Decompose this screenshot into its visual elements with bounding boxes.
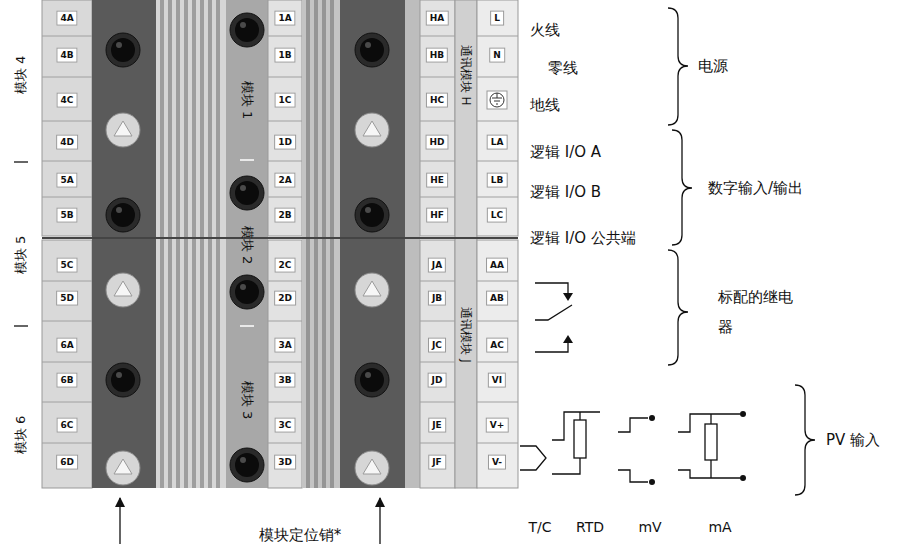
module-label: 模块 1 [239, 81, 255, 119]
terminal-label: 6C [57, 418, 78, 433]
terminal-label: 5A [56, 173, 77, 188]
terminal-label: 2A [274, 173, 295, 188]
terminal-label: 2B [274, 208, 295, 223]
comms-module-label: 通讯模块 H [459, 45, 473, 106]
terminal-label: AC [486, 338, 508, 353]
input-type-label: T/C [528, 519, 551, 536]
terminal-label: LA [487, 135, 508, 150]
terminal-label: L [490, 11, 504, 26]
terminal-label: 6A [56, 338, 77, 353]
terminal-label: JD [428, 373, 447, 388]
module-label: 模块 4 [13, 56, 29, 94]
signal-label: 零线 [548, 59, 578, 77]
terminal-label: JB [428, 291, 446, 306]
terminal-label: 1A [274, 11, 295, 26]
module-label: 模块 6 [13, 416, 29, 454]
terminal-label: LB [487, 173, 508, 188]
terminal-label: HD [425, 135, 448, 150]
group-label: 标配的继电器 [718, 282, 793, 342]
terminal-label: 5B [56, 208, 77, 223]
terminal-label: 1D [274, 135, 296, 150]
terminal-label: V- [488, 455, 506, 470]
terminal-label: 4C [57, 93, 78, 108]
terminal-label: HA [426, 11, 449, 26]
terminal-label: 5D [56, 291, 78, 306]
terminal-label: 6B [56, 373, 77, 388]
terminal-label: 1C [275, 93, 296, 108]
terminal-label: JF [428, 455, 446, 470]
terminal-label: V+ [486, 418, 509, 433]
terminal-label: 4D [56, 135, 78, 150]
locating-pin-note: 模块定位销* [259, 526, 342, 544]
terminal-label: 3C [275, 418, 296, 433]
group-label: PV 输入 [826, 431, 880, 449]
terminal-label: N [489, 48, 505, 63]
terminal-label: 4B [56, 48, 77, 63]
input-type-label: mV [638, 519, 661, 536]
terminal-label: 2C [275, 258, 296, 273]
signal-label: 逻辑 I/O B [530, 183, 601, 201]
terminal-label: 5C [57, 258, 78, 273]
terminal-label: JC [428, 338, 446, 353]
signal-label: 逻辑 I/O 公共端 [530, 229, 636, 247]
module-label: 模块 2 [239, 226, 255, 264]
terminal-label: HB [426, 48, 448, 63]
module-label: 模块 5 [13, 236, 29, 274]
terminal-label: 1B [274, 48, 295, 63]
signal-label: 火线 [530, 21, 560, 39]
terminal-label: VI [488, 373, 506, 388]
terminal-label: 3A [274, 338, 295, 353]
terminal-label: 3B [274, 373, 295, 388]
group-label: 电源 [698, 57, 728, 75]
comms-module-label: 通讯模块 J [459, 307, 473, 362]
signal-label: 地线 [530, 96, 560, 114]
terminal-label: HE [426, 173, 448, 188]
terminal-label: JE [428, 418, 446, 433]
terminal-label: 4A [56, 11, 77, 26]
input-type-label: mA [708, 519, 731, 536]
terminal-label: AB [486, 291, 508, 306]
terminal-label: HC [426, 93, 448, 108]
input-type-label: RTD [576, 519, 604, 536]
terminal-label: HF [426, 208, 448, 223]
signal-label: 逻辑 I/O A [530, 143, 601, 161]
terminal-label: LC [487, 208, 507, 223]
terminal-label: 3D [274, 455, 296, 470]
terminal-label: 6D [56, 455, 78, 470]
module-label: 模块 3 [239, 381, 255, 419]
terminal-label: 2D [274, 291, 296, 306]
terminal-label: AA [486, 258, 508, 273]
group-label: 数字输入/输出 [708, 179, 803, 197]
terminal-label: JA [428, 258, 446, 273]
